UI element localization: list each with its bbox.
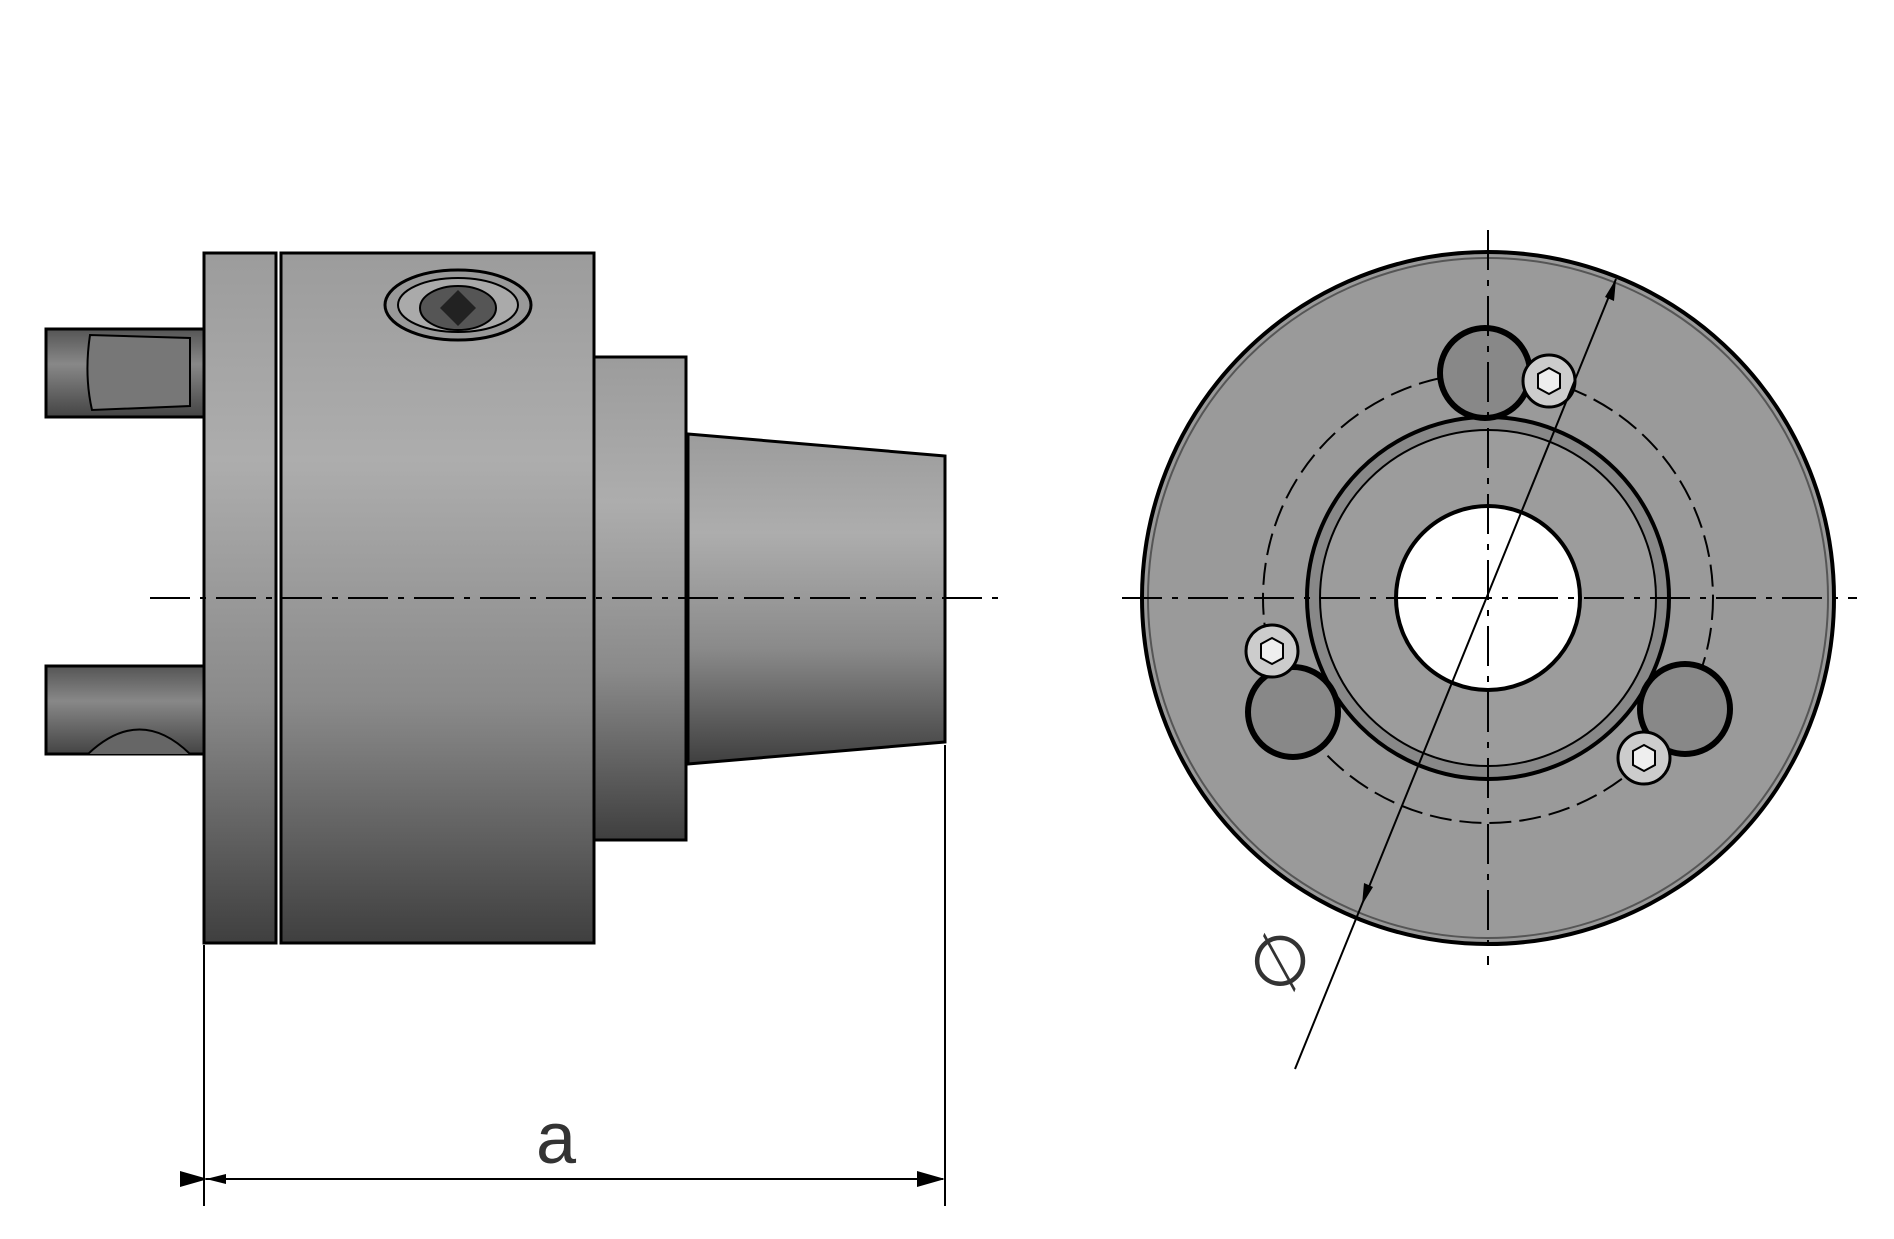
front-view: [1122, 230, 1857, 1070]
clamp-hole-top: [1437, 325, 1577, 421]
side-view: [44, 251, 1005, 1206]
clamp-hole-left: [1244, 623, 1341, 760]
diameter-line: [1294, 278, 1617, 1070]
clamp-hole-right: [1616, 661, 1733, 786]
lower-pin-notch: [87, 728, 191, 755]
upper-pin-notch: [86, 333, 191, 412]
dimension-label-a: a: [536, 1099, 577, 1179]
set-screw-icon: [383, 268, 533, 342]
